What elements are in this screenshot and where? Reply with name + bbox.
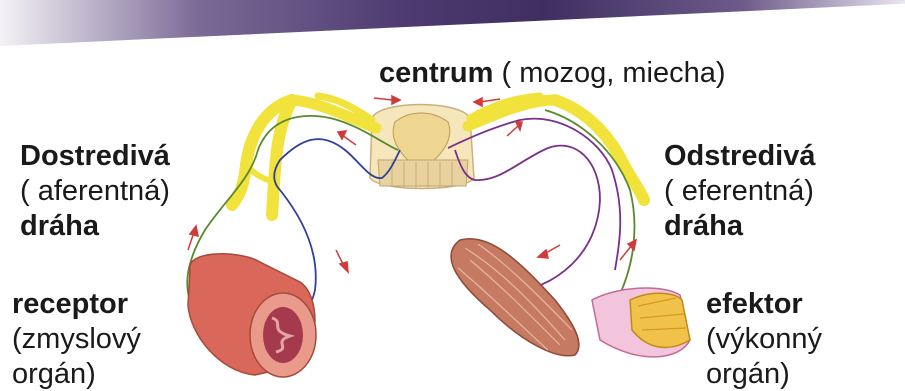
left-pathway-sub: ( aferentná)	[20, 175, 170, 207]
left-pathway-tail: dráha	[20, 210, 99, 242]
receptor-line1: (zmyslový	[12, 323, 141, 355]
effector-line1: (výkonný	[706, 323, 822, 355]
right-pathway-tail: dráha	[664, 210, 743, 242]
centrum-label-bold: centrum	[379, 57, 493, 89]
centrum-label-rest: ( mozog, miecha)	[493, 57, 725, 89]
left-pathway-title: Dostredivá	[20, 140, 170, 172]
receptor-title: receptor	[12, 288, 128, 320]
right-pathway-sub: ( eferentná)	[664, 175, 814, 207]
spinal-cord-section	[370, 105, 474, 189]
left-spinal-nerve	[232, 96, 376, 215]
effector-muscle	[451, 239, 579, 356]
right-pathway-title: Odstredivá	[664, 140, 816, 172]
receptor-organ	[188, 254, 316, 377]
centrum-label: centrum ( mozog, miecha)	[379, 57, 726, 89]
effector-title: efektor	[706, 288, 803, 320]
receptor-line2: orgán)	[12, 358, 96, 390]
effector-gland	[592, 288, 690, 357]
effector-line2: orgán)	[706, 358, 790, 390]
right-spinal-nerve	[468, 96, 644, 200]
